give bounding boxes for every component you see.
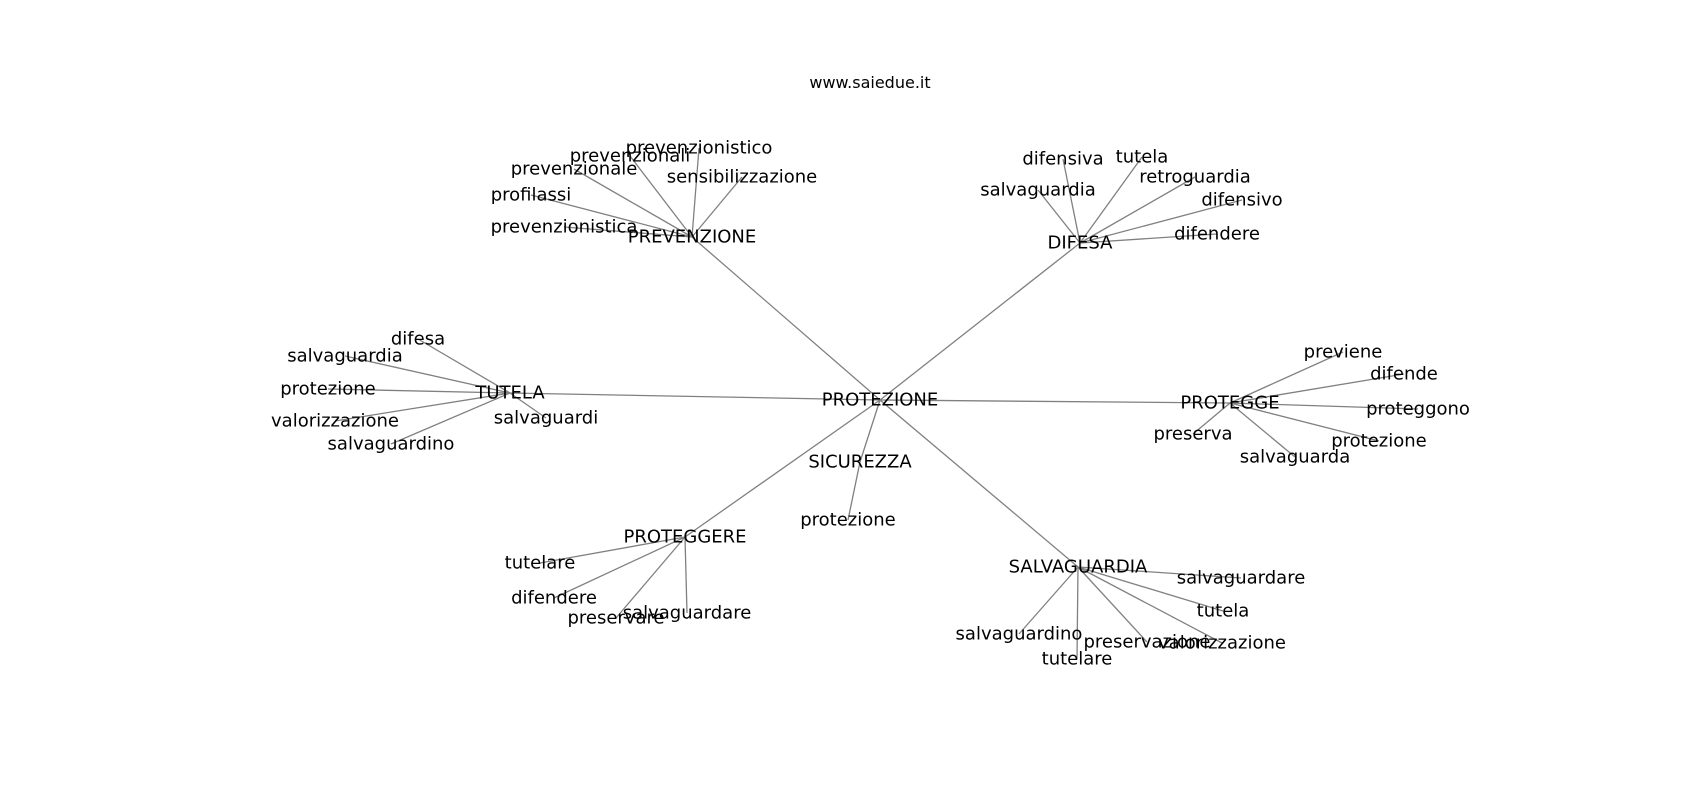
leaf-node-tutela: tutela: [1197, 601, 1250, 622]
edge-salvaguardia-salvaguardino: [1018, 566, 1079, 635]
hub-node-tutela: TUTELA: [474, 383, 545, 404]
leaf-node-proteggono: proteggono: [1366, 399, 1470, 420]
leaf-node-protezione: protezione: [1331, 431, 1427, 452]
leaf-node-salvaguardino: salvaguardino: [328, 434, 455, 455]
leaf-node-preservazione: preservazione: [1084, 632, 1211, 653]
edge-protegge-salvaguarda: [1229, 402, 1296, 458]
edge-salvaguardia-tutela: [1077, 566, 1224, 612]
edge-protegge-previene: [1229, 351, 1344, 404]
leaf-node-salvaguardi: salvaguardi: [494, 408, 598, 429]
edge-salvaguardia-preservazione: [1077, 566, 1148, 643]
edge-prevenzione-prevenzionistico: [691, 147, 700, 238]
leaf-node-salvaguardino: salvaguardino: [956, 624, 1083, 645]
leaf-node-tutelare: tutelare: [505, 553, 576, 574]
leaf-node-prevenzionistico: prevenzionistico: [626, 138, 773, 159]
edge-tutela-salvaguardino: [390, 392, 511, 445]
leaf-node-valorizzazione: valorizzazione: [271, 411, 399, 432]
edge-sicurezza-protezione: [847, 461, 861, 521]
hub-node-difesa: DIFESA: [1048, 233, 1114, 254]
leaf-node-salvaguardare: salvaguardare: [1177, 568, 1306, 589]
edge-proteggere-difendere: [553, 536, 686, 599]
edge-prevenzione-prevenzionale: [573, 168, 693, 238]
leaf-node-retroguardia: retroguardia: [1139, 167, 1251, 188]
leaf-node-tutelare: tutelare: [1042, 649, 1113, 670]
leaf-node-salvaguardia: salvaguardia: [287, 346, 403, 367]
hub-node-sicurezza: SICUREZZA: [808, 452, 912, 473]
leaf-node-difesa: difesa: [391, 329, 445, 350]
edge-protegge-difende: [1229, 373, 1405, 404]
edge-root-difesa: [879, 242, 1081, 401]
edge-difesa-retroguardia: [1079, 176, 1196, 244]
leaf-node-prevenzionali: prevenzionali: [570, 146, 691, 167]
edge-tutela-difesa: [417, 338, 511, 394]
edge-difesa-salvaguardia: [1037, 189, 1081, 244]
leaf-node-difende: difende: [1370, 364, 1438, 385]
site-watermark: www.saiedue.it: [809, 73, 930, 92]
edge-tutela-salvaguardi: [509, 392, 547, 419]
edge-root-tutela: [509, 392, 881, 401]
edge-protegge-preserva: [1192, 402, 1231, 435]
root-node-label: PROTEZIONE: [822, 390, 939, 411]
hub-node-prevenzione: PREVENZIONE: [628, 227, 757, 248]
edge-difesa-difensiva: [1062, 158, 1081, 244]
edge-protegge-proteggono: [1229, 402, 1419, 410]
leaf-node-salvaguardare: salvaguardare: [623, 603, 752, 624]
edge-prevenzione-prevenzionali: [629, 155, 693, 238]
edge-layer: [327, 147, 1419, 660]
edge-difesa-difendere: [1079, 233, 1218, 244]
leaf-node-prevenzionistica: prevenzionistica: [491, 217, 638, 238]
label-layer: PROTEZIONEPREVENZIONEprevenzionisticopre…: [271, 138, 1470, 670]
hub-node-salvaguardia: SALVAGUARDIA: [1009, 557, 1148, 578]
edge-proteggere-salvaguardare: [684, 536, 688, 614]
leaf-node-difensivo: difensivo: [1201, 190, 1282, 211]
edge-difesa-difensivo: [1079, 199, 1243, 244]
edge-salvaguardia-salvaguardare: [1077, 566, 1242, 579]
edge-root-protegge: [879, 399, 1231, 404]
hub-node-proteggere: PROTEGGERE: [623, 527, 746, 548]
leaf-node-previene: previene: [1304, 342, 1383, 363]
leaf-node-tutela: tutela: [1116, 147, 1169, 168]
leaf-node-salvaguarda: salvaguarda: [1240, 447, 1351, 468]
edge-tutela-salvaguardia: [344, 355, 511, 394]
edge-proteggere-tutelare: [539, 536, 686, 564]
hub-node-protegge: PROTEGGE: [1180, 393, 1279, 414]
edge-prevenzione-sensibilizzazione: [691, 176, 743, 238]
edge-root-salvaguardia: [879, 399, 1079, 568]
edge-prevenzione-prevenzionistica: [563, 226, 693, 238]
edge-protegge-protezione: [1229, 402, 1380, 442]
leaf-node-difensiva: difensiva: [1022, 149, 1103, 170]
leaf-node-protezione: protezione: [800, 510, 896, 531]
edge-tutela-protezione: [327, 388, 511, 394]
leaf-node-preserva: preserva: [1153, 424, 1232, 445]
leaf-node-prevenzionale: prevenzionale: [511, 159, 638, 180]
edge-prevenzione-profilassi: [530, 194, 693, 238]
leaf-node-preservare: preservare: [567, 608, 664, 629]
leaf-node-difendere: difendere: [511, 588, 597, 609]
leaf-node-protezione: protezione: [280, 379, 376, 400]
edge-root-prevenzione: [691, 236, 881, 401]
leaf-node-profilassi: profilassi: [491, 185, 572, 206]
edge-difesa-tutela: [1079, 156, 1143, 244]
edge-salvaguardia-valorizzazione: [1077, 566, 1223, 644]
edge-tutela-valorizzazione: [334, 392, 511, 422]
leaf-node-valorizzazione: valorizzazione: [1158, 633, 1286, 654]
edge-salvaguardia-tutelare: [1076, 566, 1079, 660]
leaf-node-sensibilizzazione: sensibilizzazione: [667, 167, 818, 188]
leaf-node-difendere: difendere: [1174, 224, 1260, 245]
leaf-node-salvaguardia: salvaguardia: [980, 180, 1096, 201]
edge-root-sicurezza: [859, 399, 881, 463]
edge-root-proteggere: [684, 399, 881, 538]
edge-proteggere-preservare: [615, 536, 686, 619]
